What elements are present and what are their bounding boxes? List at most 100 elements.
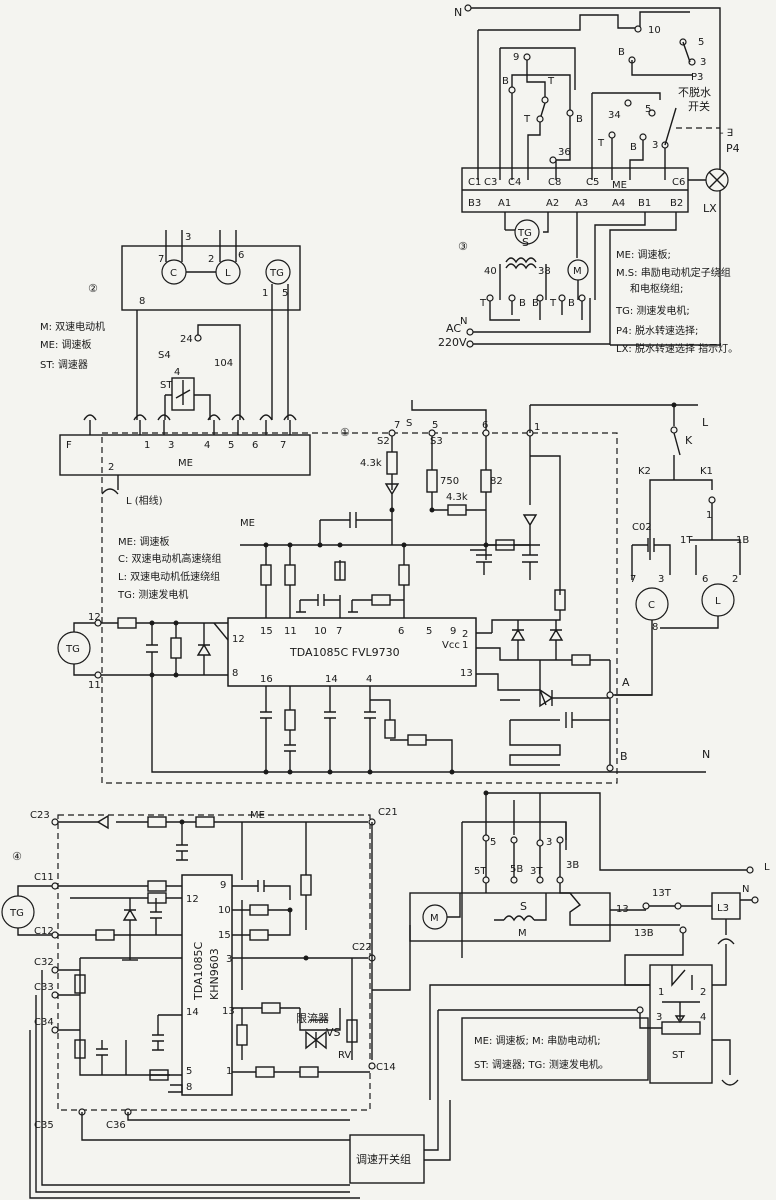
s2-st-regulator: [171, 377, 195, 411]
svg-text:4: 4: [204, 440, 210, 451]
svg-text:ST: 调速器; TG: 测速发电机。: ST: 调速器; TG: 测速发电机。: [474, 1058, 609, 1071]
svg-text:LX: 脱水转速选择 指示灯。: LX: 脱水转速选择 指示灯。: [616, 342, 738, 355]
svg-text:5: 5: [186, 1066, 192, 1077]
s3-n-terminal: [464, 4, 472, 12]
svg-text:A3: A3: [575, 198, 588, 209]
svg-text:6: 6: [252, 440, 258, 451]
svg-text:1: 1: [144, 440, 150, 451]
svg-text:L: L: [764, 862, 770, 873]
svg-text:5B: 5B: [510, 864, 523, 875]
svg-text:L (相线): L (相线): [126, 494, 163, 507]
svg-text:ME: ME: [250, 810, 265, 821]
svg-text:1: 1: [706, 510, 712, 521]
svg-text:RV: RV: [338, 1050, 351, 1061]
svg-text:ME: ME: [240, 518, 255, 529]
s1-triac: [539, 688, 610, 708]
svg-text:S: S: [406, 418, 412, 429]
svg-text:1B: 1B: [736, 535, 749, 546]
svg-text:104: 104: [214, 358, 233, 369]
svg-text:C14: C14: [376, 1062, 396, 1073]
svg-text:P4: 脱水转速选择;: P4: 脱水转速选择;: [616, 324, 698, 337]
svg-text:④: ④: [12, 850, 22, 863]
svg-text:7: 7: [280, 440, 286, 451]
svg-text:7: 7: [158, 254, 164, 265]
s3-t3: 3: [700, 57, 706, 68]
svg-text:TG: 测速发电机: TG: 测速发电机: [117, 588, 188, 601]
svg-text:B: B: [568, 298, 575, 309]
svg-text:13T: 13T: [652, 888, 672, 899]
svg-text:2: 2: [732, 574, 738, 585]
s4-switch-group: [349, 1134, 425, 1184]
svg-text:2: 2: [462, 629, 468, 640]
s4-st-regulator: [649, 964, 713, 1084]
svg-text:M: M: [430, 913, 439, 924]
svg-text:4.3k: 4.3k: [360, 458, 382, 469]
svg-text:A2: A2: [546, 198, 559, 209]
svg-text:N: N: [742, 884, 749, 895]
svg-text:6: 6: [702, 574, 708, 585]
svg-text:C8: C8: [548, 177, 561, 188]
section-1-speed-board: ① ME ME: 调速板 C: 双速电动机高速绕组 L: 双速电动机低速绕组 T…: [57, 400, 749, 784]
svg-text:5T: 5T: [474, 866, 487, 877]
svg-text:C1: C1: [468, 177, 481, 188]
svg-text:4: 4: [700, 1012, 706, 1023]
svg-text:12: 12: [232, 634, 245, 645]
svg-text:F: F: [66, 440, 72, 451]
svg-text:M.S: 串励电动机定子绕组: M.S: 串励电动机定子绕组: [616, 266, 731, 279]
svg-text:B2: B2: [670, 198, 683, 209]
svg-text:38: 38: [538, 266, 551, 277]
svg-text:8: 8: [652, 622, 658, 633]
svg-text:13: 13: [460, 668, 473, 679]
svg-text:C: C: [648, 600, 655, 611]
svg-text:S4: S4: [158, 350, 171, 361]
s3-nospin-1: 不脱水: [678, 85, 711, 99]
svg-text:13B: 13B: [634, 928, 654, 939]
svg-text:10: 10: [314, 626, 327, 637]
s3-tg-generator: [514, 219, 540, 245]
svg-text:C35: C35: [34, 1120, 54, 1131]
svg-text:限流器: 限流器: [296, 1011, 329, 1025]
svg-text:A: A: [622, 676, 630, 689]
s1-ic-tda1085c: [227, 617, 477, 687]
svg-text:12: 12: [88, 612, 101, 623]
svg-text:1: 1: [226, 1066, 232, 1077]
svg-text:C4: C4: [508, 177, 521, 188]
svg-text:7: 7: [394, 420, 400, 431]
svg-text:5: 5: [426, 626, 432, 637]
svg-text:7: 7: [630, 574, 636, 585]
s3-t36: 36: [558, 147, 571, 158]
svg-text:C02: C02: [632, 522, 652, 533]
s3-tb1: B: [618, 47, 625, 58]
svg-text:5: 5: [490, 837, 496, 848]
svg-text:K1: K1: [700, 466, 713, 477]
svg-text:TG: TG: [9, 908, 24, 919]
svg-text:3: 3: [656, 1012, 662, 1023]
s3-nospin-2: 开关: [688, 99, 710, 113]
svg-text:ST: 调速器: ST: 调速器: [40, 359, 88, 371]
svg-text:1: 1: [262, 288, 268, 299]
svg-text:C21: C21: [378, 807, 398, 818]
svg-text:6: 6: [238, 250, 244, 261]
svg-text:3T: 3T: [530, 866, 543, 877]
svg-text:C: 双速电动机高速绕组: C: 双速电动机高速绕组: [118, 552, 222, 565]
svg-text:C36: C36: [106, 1120, 126, 1131]
s3-t9: 9: [513, 52, 519, 63]
svg-text:1: 1: [462, 640, 468, 651]
svg-text:12: 12: [186, 894, 199, 905]
svg-text:ST: ST: [160, 380, 173, 391]
s2-tg: [265, 259, 291, 285]
svg-text:13: 13: [222, 1006, 235, 1017]
s3-t34: 34: [608, 110, 621, 121]
s3-t5: 5: [698, 37, 704, 48]
svg-text:220V: 220V: [438, 336, 467, 349]
svg-text:5: 5: [282, 288, 288, 299]
s3-t3b: 3: [652, 140, 658, 151]
svg-text:L: L: [225, 268, 231, 279]
svg-text:B: B: [519, 298, 526, 309]
svg-text:C5: C5: [586, 177, 599, 188]
svg-text:8: 8: [139, 296, 145, 307]
svg-text:9: 9: [450, 626, 456, 637]
s4-triac-vs: [305, 1030, 327, 1050]
svg-text:T: T: [549, 298, 557, 309]
svg-text:K: K: [685, 434, 693, 447]
